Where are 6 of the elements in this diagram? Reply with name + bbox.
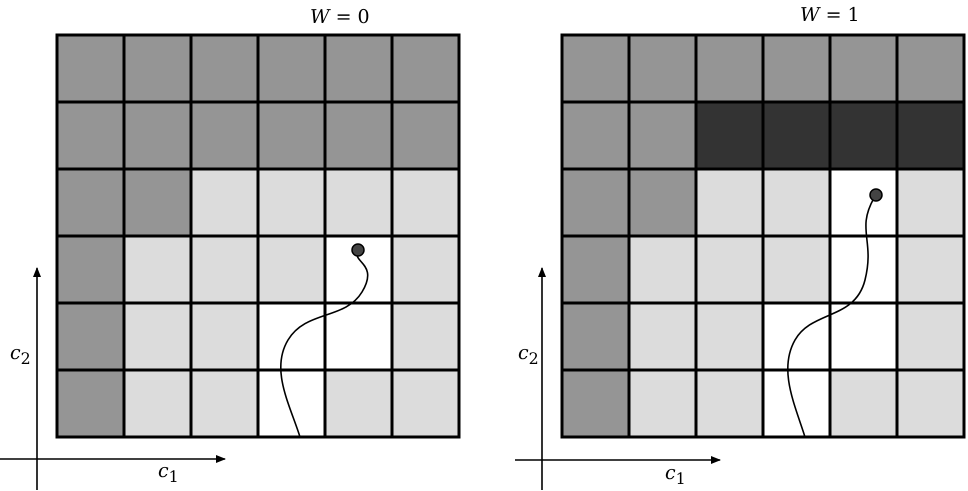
axis-label: c$_{1}$ xyxy=(665,464,686,487)
axis-label: c$_{1}$ xyxy=(158,462,179,485)
axis-label: c$_{2}$ xyxy=(10,344,31,367)
panel-label: W = 0 xyxy=(310,8,370,27)
axis-label: c$_{2}$ xyxy=(518,344,539,367)
panel-label: W = 1 xyxy=(800,6,860,25)
